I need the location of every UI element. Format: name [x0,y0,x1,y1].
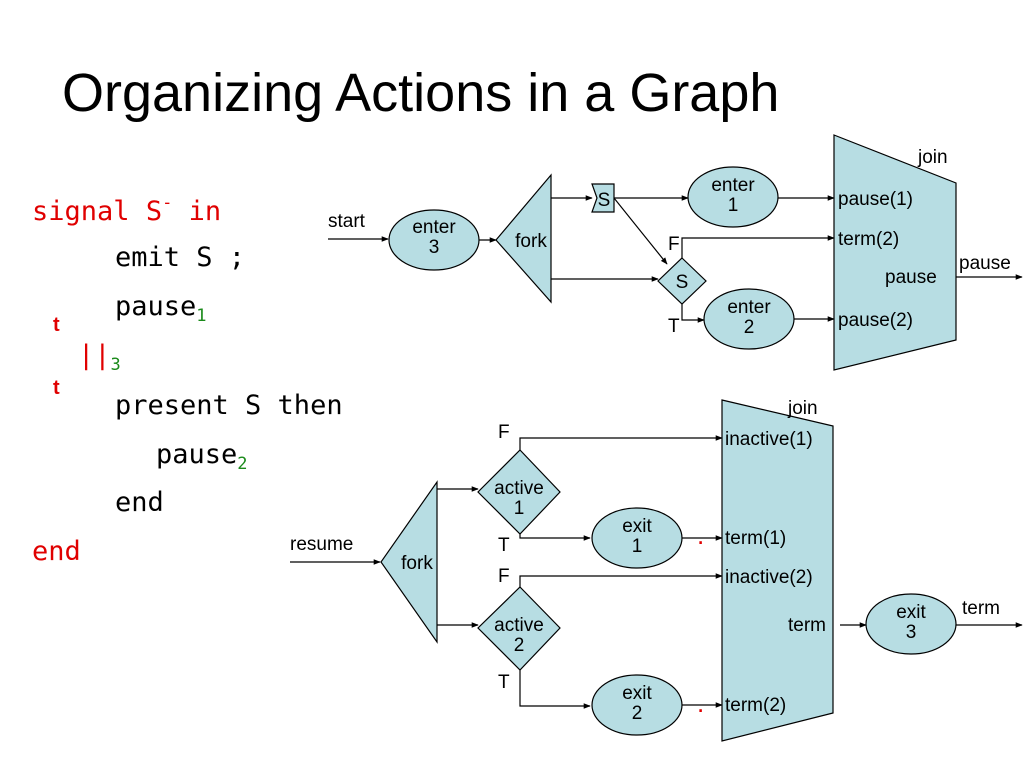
parallel-subscript: 3 [110,355,121,375]
exit2-number: 2 [632,703,643,724]
resume-label: resume [290,534,353,555]
code-line-pause2: pause2 [156,439,248,474]
code-line-pause1: pause1 [115,291,207,326]
keyword-signal: signal [32,196,130,227]
code-line-end-inner: end [115,487,164,518]
join-output-term: term [788,615,826,636]
false-branch-label: F [498,422,510,443]
keyword-in: in [188,196,222,227]
code-line-parallel: ||3 [78,340,121,375]
join-input-term2: term(2) [725,695,786,716]
edge-active2-true [519,670,591,709]
thread-mark-t: t [53,377,60,399]
enter1-number: 1 [728,195,739,216]
signal-name: S [145,196,163,227]
dot-marker: . [697,688,704,718]
join-input-inactive1: inactive(1) [725,429,813,450]
pause-subscript: 2 [237,454,248,474]
fork-label: fork [401,553,433,574]
join-input-term1: term(1) [725,528,786,549]
pause-out-label: pause [959,253,1011,274]
page-title: Organizing Actions in a Graph [62,63,780,123]
pause-keyword: pause [156,439,238,470]
join-label: join [917,147,948,168]
edge-active2-false [519,573,723,587]
pause-subscript: 1 [196,306,207,326]
false-branch-label: F [668,234,680,255]
edge-active1-true [519,534,591,541]
join-node-top [833,134,957,371]
fork-node [380,480,438,644]
s-emit-label: S [598,190,611,211]
exit1-label: exit [622,516,652,537]
code-line-present: present S then [115,390,343,421]
pause-keyword: pause [115,291,197,322]
edge-s-test-true [681,304,705,323]
s-emit-node [591,183,615,213]
enter3-number: 3 [429,237,440,258]
active1-label: active [494,478,544,499]
active1-number: 1 [514,498,525,519]
true-branch-label: T [668,316,680,337]
code-line-signal: signal S- in [32,193,221,227]
enter2-label: enter [727,297,771,318]
exit2-label: exit [622,683,652,704]
join-input-pause2: pause(2) [838,310,913,331]
top-graph: start enter 3 fork S enter 1 S F T enter… [328,134,1023,371]
start-label: start [328,211,366,232]
true-branch-label: T [498,672,510,693]
exit3-label: exit [896,602,926,623]
enter1-node [687,166,779,228]
s-test-label: S [676,272,689,293]
term-out-label: term [962,598,1000,619]
false-branch-label: F [498,566,510,587]
signal-superscript: - [162,193,173,213]
join-node-bottom [721,399,834,742]
code-line-end-outer: end [32,536,81,567]
active2-label: active [494,615,544,636]
enter2-number: 2 [744,317,755,338]
join-input-pause1: pause(1) [838,189,913,210]
true-branch-label: T [498,535,510,556]
join-input-term2: term(2) [838,229,899,250]
parallel-operator: || [78,340,111,371]
code-line-emit: emit S ; [115,242,246,273]
join-input-inactive2: inactive(2) [725,567,813,588]
dot-marker: . [697,520,704,550]
edge-s-test-false [681,235,835,258]
join-label: join [787,398,818,419]
exit3-node [865,593,957,655]
enter1-label: enter [711,175,755,196]
exit3-number: 3 [906,622,917,643]
exit1-number: 1 [632,536,643,557]
active2-number: 2 [514,635,525,656]
thread-mark-t: t [53,314,60,336]
bottom-graph: resume fork active 1 F T exit 1 . active… [290,398,1023,742]
join-output-pause: pause [885,267,937,288]
fork-node [495,173,552,304]
enter3-label: enter [412,217,456,238]
fork-label: fork [515,231,547,252]
edge-s-emit-s-test [613,197,668,265]
edge-active1-false [519,435,723,450]
